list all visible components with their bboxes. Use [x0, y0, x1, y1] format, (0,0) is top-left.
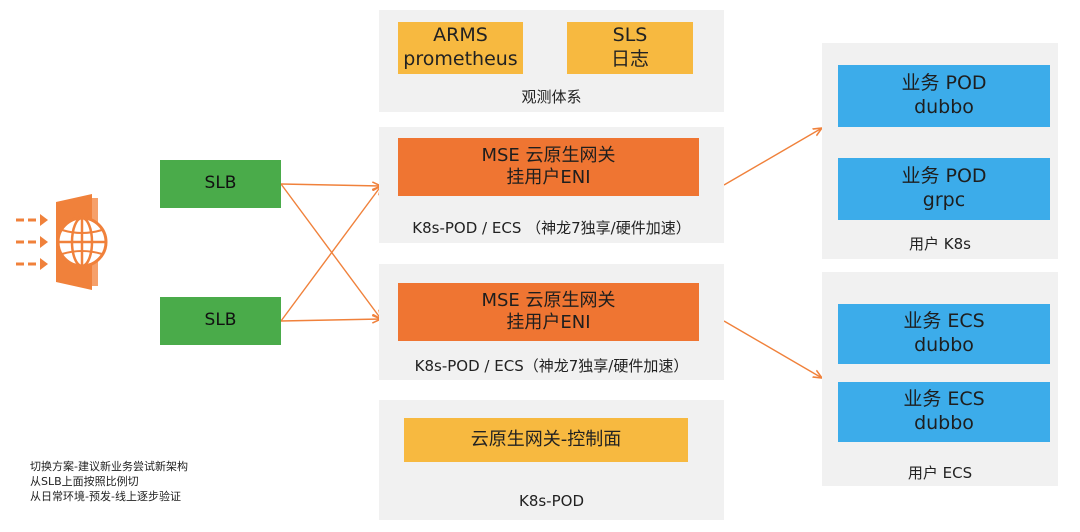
slb-bottom-node: SLB: [160, 297, 281, 345]
gateway-bottom-panel: MSE 云原生网关 挂用户ENI K8s-POD / ECS（神龙7独享/硬件加…: [379, 264, 724, 380]
pod2-line1: 业务 POD: [901, 165, 987, 188]
pod1-line1: 业务 POD: [901, 72, 987, 95]
ecs1-line2: dubbo: [914, 334, 974, 356]
observability-caption: 观测体系: [521, 88, 582, 106]
connector-gateway2-user-ecs: [723, 320, 822, 378]
business-pod-grpc-node: 业务 POD grpc: [838, 158, 1050, 220]
gateway-bottom-line1: MSE 云原生网关: [481, 289, 616, 311]
control-plane-node: 云原生网关-控制面: [404, 418, 688, 462]
connector-slb2-gateway1: [280, 186, 381, 322]
slb-top-node: SLB: [160, 160, 281, 208]
ecs1-line1: 业务 ECS: [903, 310, 985, 333]
pod1-line2: dubbo: [914, 96, 974, 118]
user-ecs-caption: 用户 ECS: [907, 464, 973, 482]
user-ecs-panel: 业务 ECS dubbo 业务 ECS dubbo 用户 ECS: [822, 272, 1058, 486]
business-ecs-dubbo-node-2: 业务 ECS dubbo: [838, 382, 1050, 442]
ecs2-line1: 业务 ECS: [903, 388, 985, 411]
user-k8s-caption: 用户 K8s: [909, 235, 971, 253]
slb-bottom-label: SLB: [204, 310, 237, 331]
arms-prometheus-node: ARMS prometheus: [398, 22, 523, 74]
gateway-top-line1: MSE 云原生网关: [481, 144, 616, 166]
log-label: 日志: [610, 48, 649, 70]
business-pod-dubbo-node: 业务 POD dubbo: [838, 65, 1050, 127]
sls-log-node: SLS 日志: [567, 22, 693, 74]
migration-note: 切换方案-建议新业务尝试新架构: [30, 460, 188, 473]
user-k8s-panel: 业务 POD dubbo 业务 POD grpc 用户 K8s: [822, 43, 1058, 259]
observability-panel: ARMS prometheus SLS 日志 观测体系: [379, 10, 724, 112]
control-plane-caption: K8s-POD: [518, 492, 584, 510]
control-plane-label: 云原生网关-控制面: [470, 428, 622, 450]
connector-gateway1-user-k8s: [723, 128, 822, 186]
control-plane-panel: 云原生网关-控制面 K8s-POD: [379, 400, 724, 520]
globe-door-icon: [16, 194, 108, 290]
pod2-line2: grpc: [922, 189, 966, 211]
gateway-bottom-caption: K8s-POD / ECS（神龙7独享/硬件加速）: [414, 357, 689, 375]
gateway-bottom-line2: 挂用户ENI: [506, 312, 591, 333]
migration-note: 从日常环境-预发-线上逐步验证: [30, 490, 181, 503]
slb-top-label: SLB: [204, 173, 237, 194]
migration-note: 从SLB上面按照比例切: [30, 475, 139, 488]
arms-label: ARMS: [433, 24, 488, 47]
ecs2-line2: dubbo: [914, 412, 974, 434]
business-ecs-dubbo-node-1: 业务 ECS dubbo: [838, 304, 1050, 364]
migration-notes: 切换方案-建议新业务尝试新架构 从SLB上面按照比例切 从日常环境-预发-线上逐…: [30, 459, 188, 504]
connector-slb1-gateway2: [280, 183, 381, 319]
gateway-bottom-node: MSE 云原生网关 挂用户ENI: [398, 283, 699, 341]
sls-label: SLS: [612, 24, 648, 47]
gateway-top-line2: 挂用户ENI: [506, 167, 591, 188]
connector-slb2-gateway2: [280, 319, 381, 321]
prometheus-label: prometheus: [403, 48, 518, 70]
gateway-top-caption: K8s-POD / ECS （神龙7独享/硬件加速）: [412, 219, 691, 237]
connector-slb1-gateway1: [280, 184, 381, 186]
internet-entry: [12, 190, 124, 294]
gateway-top-panel: MSE 云原生网关 挂用户ENI K8s-POD / ECS （神龙7独享/硬件…: [379, 127, 724, 243]
gateway-top-node: MSE 云原生网关 挂用户ENI: [398, 138, 699, 196]
